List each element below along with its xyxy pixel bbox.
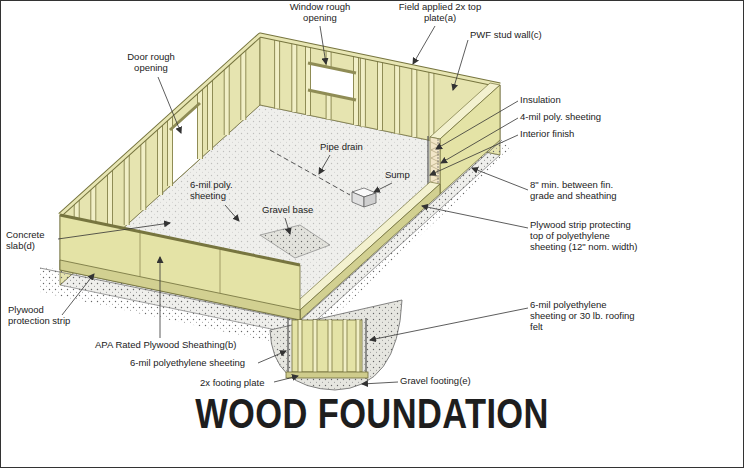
callout-label: 4-mil poly. sheeting	[520, 112, 601, 123]
callout-label: Insulation	[520, 95, 561, 106]
callout-label: Plywood protection strip	[8, 305, 80, 327]
callout-label: 6-mil polyethylene sheeting or 30 lb. ro…	[530, 300, 645, 333]
callout-label: Pipe drain	[320, 142, 363, 153]
callout-label: PWF stud wall(c)	[470, 30, 542, 41]
callout-label: Door rough opening	[120, 52, 182, 74]
callout-label: 8" min. between fin. grade and sheathing	[530, 180, 635, 202]
callout-label: 2x footing plate	[200, 378, 264, 389]
callout-label: Interior finish	[520, 129, 574, 140]
callout-label: 6-mil poly. sheeting	[190, 180, 250, 202]
callout-label: APA Rated Plywood Sheathing(b)	[95, 340, 236, 351]
diagram-title: WOOD FOUNDATION	[67, 390, 677, 438]
callout-label: Plywood strip protecting top of polyethy…	[530, 220, 640, 253]
callout-label: Field applied 2x top plate(a)	[390, 2, 490, 24]
callout-label: Gravel base	[262, 205, 313, 216]
callout-label: Gravel footing(e)	[400, 376, 471, 387]
callout-label: Window rough opening	[285, 2, 355, 24]
callout-label: 6-mil polyethylene sheeting	[130, 358, 245, 369]
callout-label: Sump	[385, 170, 410, 181]
callout-label: Concrete slab(d)	[6, 230, 58, 252]
